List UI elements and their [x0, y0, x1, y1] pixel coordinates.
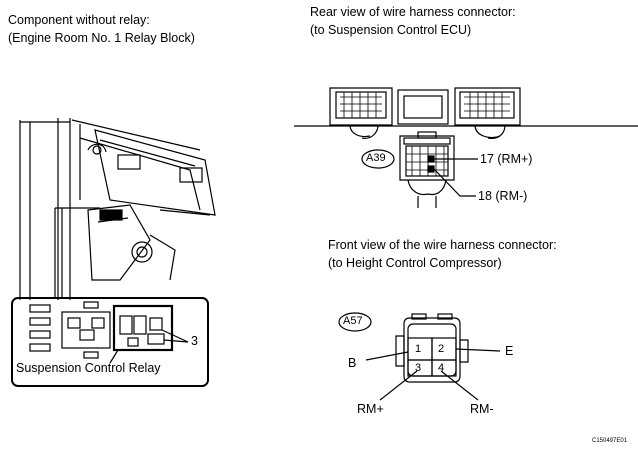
wire-label-b: B: [348, 356, 357, 370]
compressor-connector-title-line1: Front view of the wire harness connector…: [328, 238, 557, 252]
compressor-connector-drawing: [338, 312, 501, 401]
wire-label-rm-plus: RM+: [357, 402, 384, 416]
left-panel-title-line1: Component without relay:: [8, 13, 150, 27]
cavity-3-label: 3: [415, 362, 422, 374]
relay-block-detail: [29, 301, 189, 364]
wire-label-rm-minus: RM-: [470, 402, 494, 416]
ecu-connector-drawing: [294, 87, 638, 208]
ecu-pin-18-label: 18 (RM-): [478, 189, 528, 203]
engine-room-illustration: [19, 118, 216, 300]
ecu-connector-title-line1: Rear view of wire harness connector:: [310, 5, 516, 19]
ecu-pin-17-label: 17 (RM+): [480, 152, 533, 166]
left-panel-title-line2: (Engine Room No. 1 Relay Block): [8, 31, 195, 45]
relay-pin-3-label: 3: [191, 334, 198, 348]
connector-code-a57: A57: [343, 315, 363, 327]
cavity-1-label: 1: [415, 343, 422, 355]
cavity-2-label: 2: [438, 343, 445, 355]
compressor-connector-title-line2: (to Height Control Compressor): [328, 256, 502, 270]
figure-id: C150497E01: [592, 438, 628, 444]
connector-code-a39: A39: [366, 152, 386, 164]
wire-label-e: E: [505, 344, 514, 358]
relay-callout-frame: [11, 297, 209, 387]
cavity-4-label: 4: [438, 362, 445, 374]
ecu-connector-title-line2: (to Suspension Control ECU): [310, 23, 472, 37]
suspension-control-relay-label: Suspension Control Relay: [16, 361, 161, 375]
